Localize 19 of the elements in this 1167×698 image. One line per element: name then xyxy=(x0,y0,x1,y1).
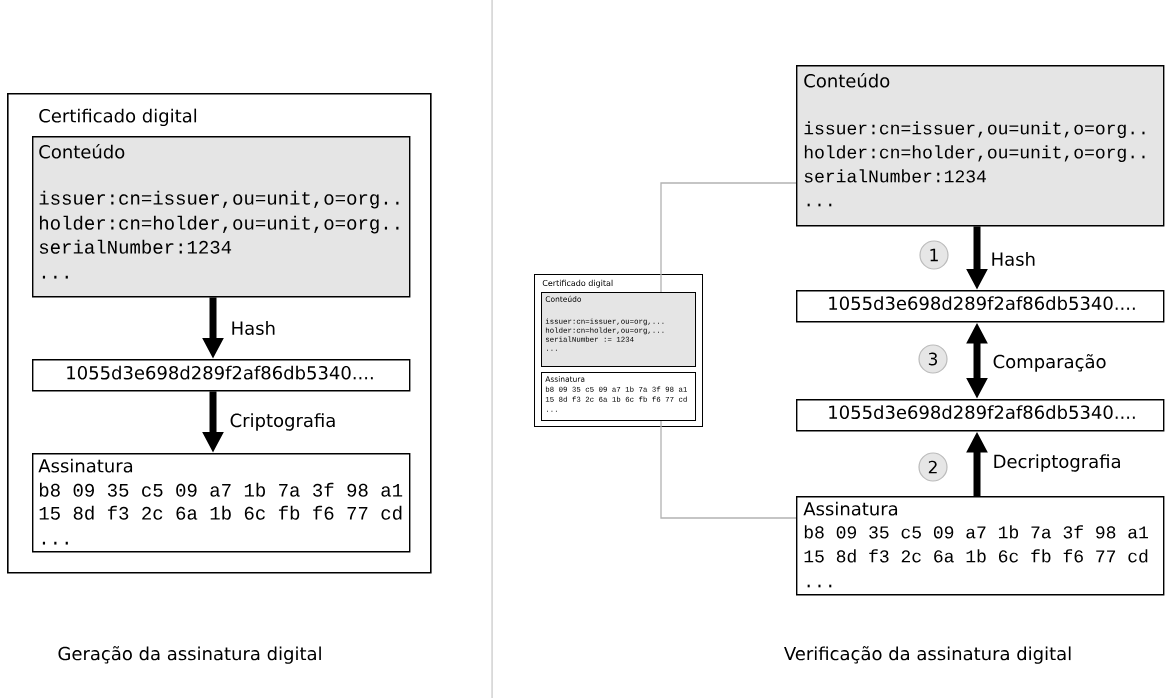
step-number: 1 xyxy=(919,240,949,270)
hash-box: 1055d3e698d289f2af86db5340.... xyxy=(32,359,411,392)
edge-label: Hash xyxy=(232,321,275,335)
hash-box: 1055d3e698d289f2af86db5340.... xyxy=(796,290,1165,323)
caption-text: Geração da assinatura digital xyxy=(58,646,321,664)
caption-text: Verificação da assinatura digital xyxy=(784,646,1071,664)
signature-box: Assinatura b8 09 35 c5 09 a7 1b 7a 3f 98 a1 15 8d f3 2c 6a 1b 6c fb f6 77 cd ... xyxy=(32,453,411,553)
hash-box: 1055d3e698d289f2af86db5340.... xyxy=(796,399,1165,432)
leader-line xyxy=(660,420,797,519)
signature-box: Assinatura b8 09 35 c5 09 a7 1b 7a 3f 98 a1 15 8d f3 2c 6a 1b 6c fb f6 77 cd ... xyxy=(796,496,1165,596)
edge-label: Criptografia xyxy=(230,413,335,431)
edge-label: Comparação xyxy=(993,354,1106,372)
leader-line xyxy=(660,182,797,293)
step-number: 2 xyxy=(918,452,948,482)
content-box: Conteúdo issuer:cn=issuer,ou=unit,o=org.. holder:cn=holder,ou=unit,o=org.. serialNumber:1234 ... xyxy=(796,65,1165,227)
edge-label: Hash xyxy=(992,252,1035,266)
content-box: Conteúdo issuer:cn=issuer,ou=unit,o=org.. holder:cn=holder,ou=unit,o=org.. serialNumber:1234 ... xyxy=(32,136,411,298)
step-number: 3 xyxy=(918,344,948,374)
edge-label: Decriptografia xyxy=(994,454,1120,472)
